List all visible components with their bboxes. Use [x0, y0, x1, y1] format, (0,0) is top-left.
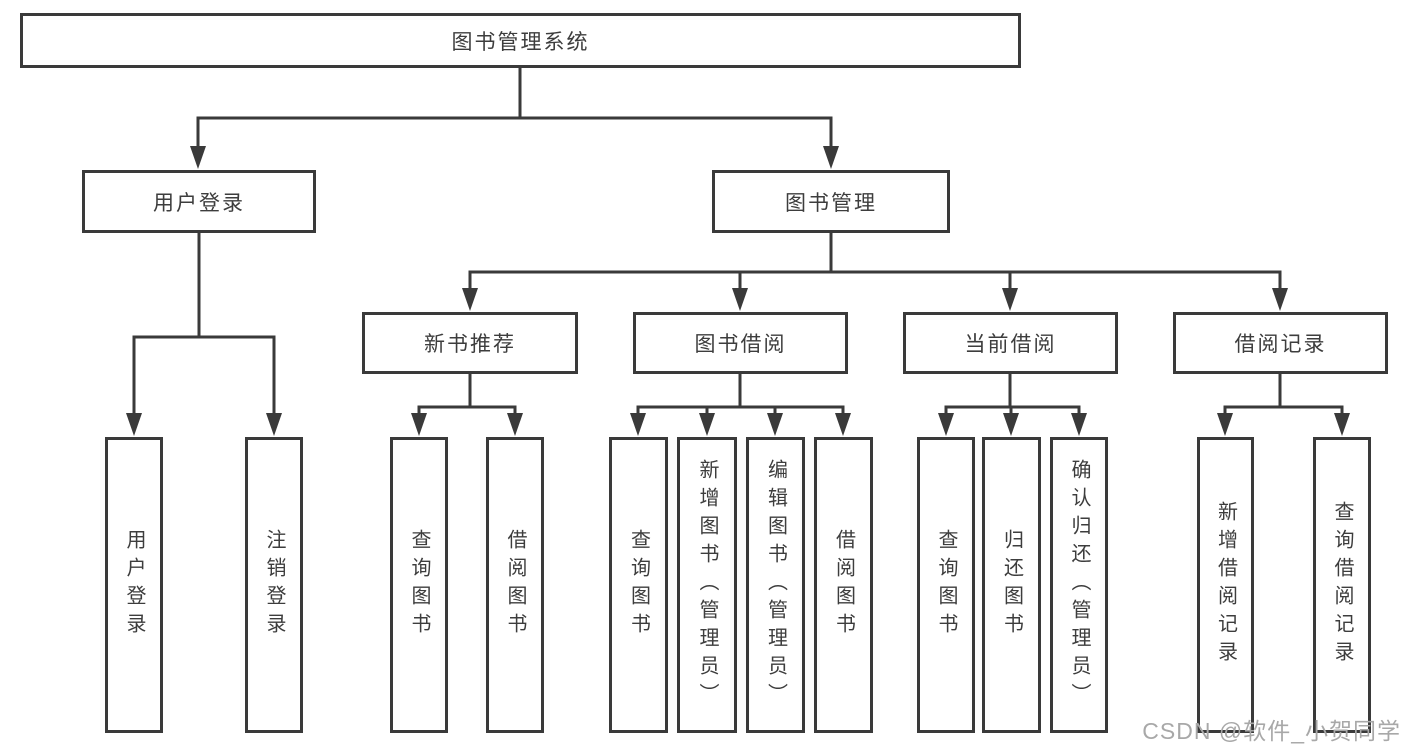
leaf-currentborrow-query-books-label: 查询图书	[935, 529, 957, 641]
node-new-book-recommendation-label: 新书推荐	[424, 333, 516, 356]
node-book-borrowing: 图书借阅	[633, 312, 848, 374]
leaf-logout-label: 注销登录	[263, 529, 285, 641]
node-current-borrowing-label: 当前借阅	[964, 333, 1057, 356]
leaf-bookborrow-add-books-admin: 新增图书（管理员）	[677, 437, 737, 733]
node-root-label: 图书管理系统	[451, 30, 590, 54]
leaf-currentborrow-confirm-return-admin-label: 确认归还（管理员）	[1068, 459, 1090, 711]
leaf-bookborrow-borrow-books-label: 借阅图书	[832, 529, 855, 641]
leaf-bookborrow-borrow-books: 借阅图书	[814, 437, 873, 733]
node-borrow-records: 借阅记录	[1173, 312, 1388, 374]
leaf-bookborrow-add-books-admin-label: 新增图书（管理员）	[696, 459, 718, 711]
leaf-user-login: 用户登录	[105, 437, 163, 733]
node-root: 图书管理系统	[20, 13, 1021, 68]
node-user-login-group: 用户登录	[82, 170, 316, 233]
leaf-currentborrow-query-books: 查询图书	[917, 437, 975, 733]
node-book-management-label: 图书管理	[785, 191, 877, 215]
connector-bookmgmt-to-level3	[462, 231, 1288, 311]
node-book-management: 图书管理	[712, 170, 950, 233]
leaf-newbookrec-query-books: 查询图书	[390, 437, 448, 733]
leaf-newbookrec-borrow-books-label: 借阅图书	[504, 529, 526, 641]
node-user-login-group-label: 用户登录	[153, 191, 245, 215]
node-book-borrowing-label: 图书借阅	[694, 333, 787, 356]
leaf-logout: 注销登录	[245, 437, 303, 733]
leaf-borrowrecord-query-record: 查询借阅记录	[1313, 437, 1371, 733]
watermark-text: CSDN @软件_小贺同学	[1142, 718, 1401, 744]
leaf-bookborrow-query-books-label: 查询图书	[627, 529, 650, 641]
connector-root-to-level2	[190, 66, 839, 169]
leaf-user-login-label: 用户登录	[123, 529, 145, 641]
node-new-book-recommendation: 新书推荐	[362, 312, 578, 374]
connector-borrowrecord-to-leaves	[1217, 372, 1350, 436]
leaf-currentborrow-return-books: 归还图书	[982, 437, 1041, 733]
leaf-newbookrec-borrow-books: 借阅图书	[486, 437, 544, 733]
leaf-borrowrecord-add-record-label: 新增借阅记录	[1214, 501, 1237, 669]
leaf-bookborrow-edit-books-admin: 编辑图书（管理员）	[746, 437, 805, 733]
connector-currentborrow-to-leaves	[938, 372, 1087, 436]
leaf-currentborrow-return-books-label: 归还图书	[1000, 529, 1023, 641]
leaf-bookborrow-edit-books-admin-label: 编辑图书（管理员）	[764, 459, 787, 711]
connector-newbookrec-to-leaves	[411, 372, 523, 436]
node-current-borrowing: 当前借阅	[903, 312, 1118, 374]
node-borrow-records-label: 借阅记录	[1234, 333, 1327, 356]
leaf-borrowrecord-query-record-label: 查询借阅记录	[1331, 501, 1353, 669]
leaf-bookborrow-query-books: 查询图书	[609, 437, 668, 733]
leaf-newbookrec-query-books-label: 查询图书	[408, 529, 430, 641]
connector-userlogin-to-leaves	[126, 231, 282, 436]
leaf-borrowrecord-add-record: 新增借阅记录	[1197, 437, 1254, 733]
connector-bookborrow-to-leaves	[630, 372, 851, 436]
leaf-currentborrow-confirm-return-admin: 确认归还（管理员）	[1050, 437, 1108, 733]
